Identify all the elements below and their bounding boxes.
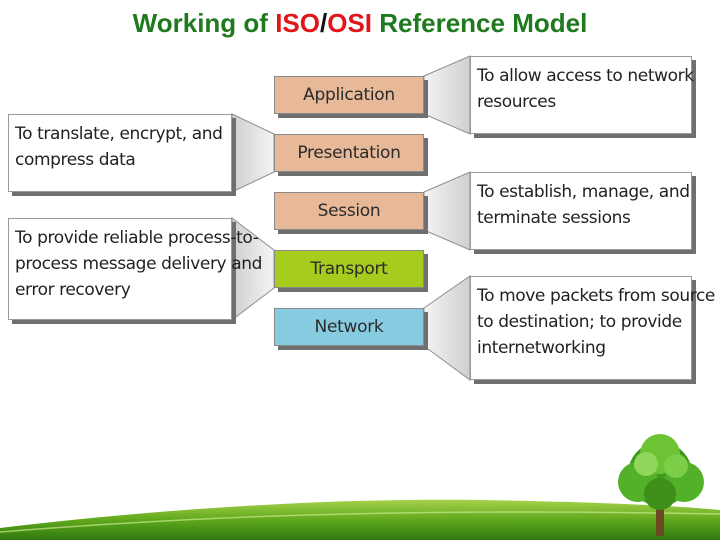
title-reference-model: Reference Model	[372, 8, 588, 38]
desc-transport: To provide reliable process-to- process …	[8, 218, 262, 320]
desc-network: To move packets from source to destinati…	[470, 276, 715, 380]
layer-presentation-label: Presentation	[297, 143, 401, 163]
layer-transport: Transport	[274, 250, 424, 288]
layer-transport-label: Transport	[310, 259, 388, 279]
desc-transport-line2: process message delivery and	[15, 254, 262, 274]
title-working-of: Working of	[132, 8, 276, 38]
tree-icon	[618, 434, 704, 536]
title-osi: OSI	[327, 8, 373, 38]
layer-network-label: Network	[314, 317, 384, 337]
layer-session-label: Session	[317, 201, 381, 221]
grass-ground	[0, 499, 720, 540]
title-iso: ISO	[275, 8, 320, 38]
desc-application-line2: resources	[477, 92, 556, 112]
desc-presentation: To translate, encrypt, and compress data	[8, 114, 232, 192]
desc-network-line2: to destination; to provide	[477, 312, 682, 332]
layer-session: Session	[274, 192, 424, 230]
desc-application: To allow access to network resources	[470, 56, 694, 134]
connector-session	[423, 171, 471, 251]
connector-transport	[231, 216, 275, 322]
layer-presentation: Presentation	[274, 134, 424, 172]
desc-session-line2: terminate sessions	[477, 208, 631, 228]
connector-application	[423, 55, 471, 135]
connector-presentation	[231, 113, 275, 193]
connector-network	[423, 275, 471, 381]
page-title: Working of ISO/OSI Reference Model	[0, 8, 720, 39]
desc-application-line1: To allow access to network	[477, 66, 694, 86]
desc-session: To establish, manage, and terminate sess…	[470, 172, 692, 250]
desc-presentation-line1: To translate, encrypt, and	[15, 124, 223, 144]
desc-transport-line3: error recovery	[15, 280, 131, 300]
layer-application: Application	[274, 76, 424, 114]
desc-session-line1: To establish, manage, and	[477, 182, 690, 202]
layer-application-label: Application	[303, 85, 395, 105]
desc-network-line3: internetworking	[477, 338, 606, 358]
desc-transport-line1: To provide reliable process-to-	[15, 228, 259, 248]
layer-network: Network	[274, 308, 424, 346]
desc-network-line1: To move packets from source	[477, 286, 715, 306]
title-slash: /	[319, 8, 328, 38]
desc-presentation-line2: compress data	[15, 150, 136, 170]
